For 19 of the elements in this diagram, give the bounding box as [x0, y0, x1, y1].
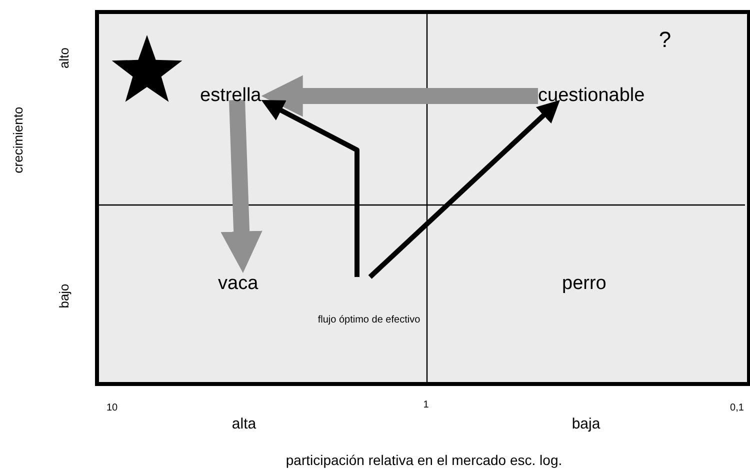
axis-tick-label: alta	[232, 416, 256, 432]
arrow	[368, 100, 560, 279]
arrow	[261, 100, 360, 277]
quadrant-label: vaca	[218, 273, 258, 295]
quadrant-label: cuestionable	[538, 85, 645, 107]
axis-tick-label: alto	[56, 48, 72, 68]
question-mark: ?	[658, 27, 672, 53]
axis-tick-label: baja	[572, 416, 600, 432]
axis-title: participación relativa en el mercado esc. log.	[286, 452, 562, 468]
arrow	[261, 75, 538, 117]
axis-tick-label: 10	[106, 402, 118, 414]
note-text: flujo óptimo de efectivo	[318, 314, 420, 326]
quadrant-label: estrella	[200, 85, 262, 107]
arrow	[220, 100, 262, 273]
axis-tick-label: 1	[423, 400, 429, 410]
quadrant-label: perro	[562, 273, 606, 295]
axis-tick-label: 0,1	[730, 402, 744, 414]
axis-title: crecimiento	[10, 106, 26, 174]
axis-tick-label: bajo	[56, 284, 72, 308]
